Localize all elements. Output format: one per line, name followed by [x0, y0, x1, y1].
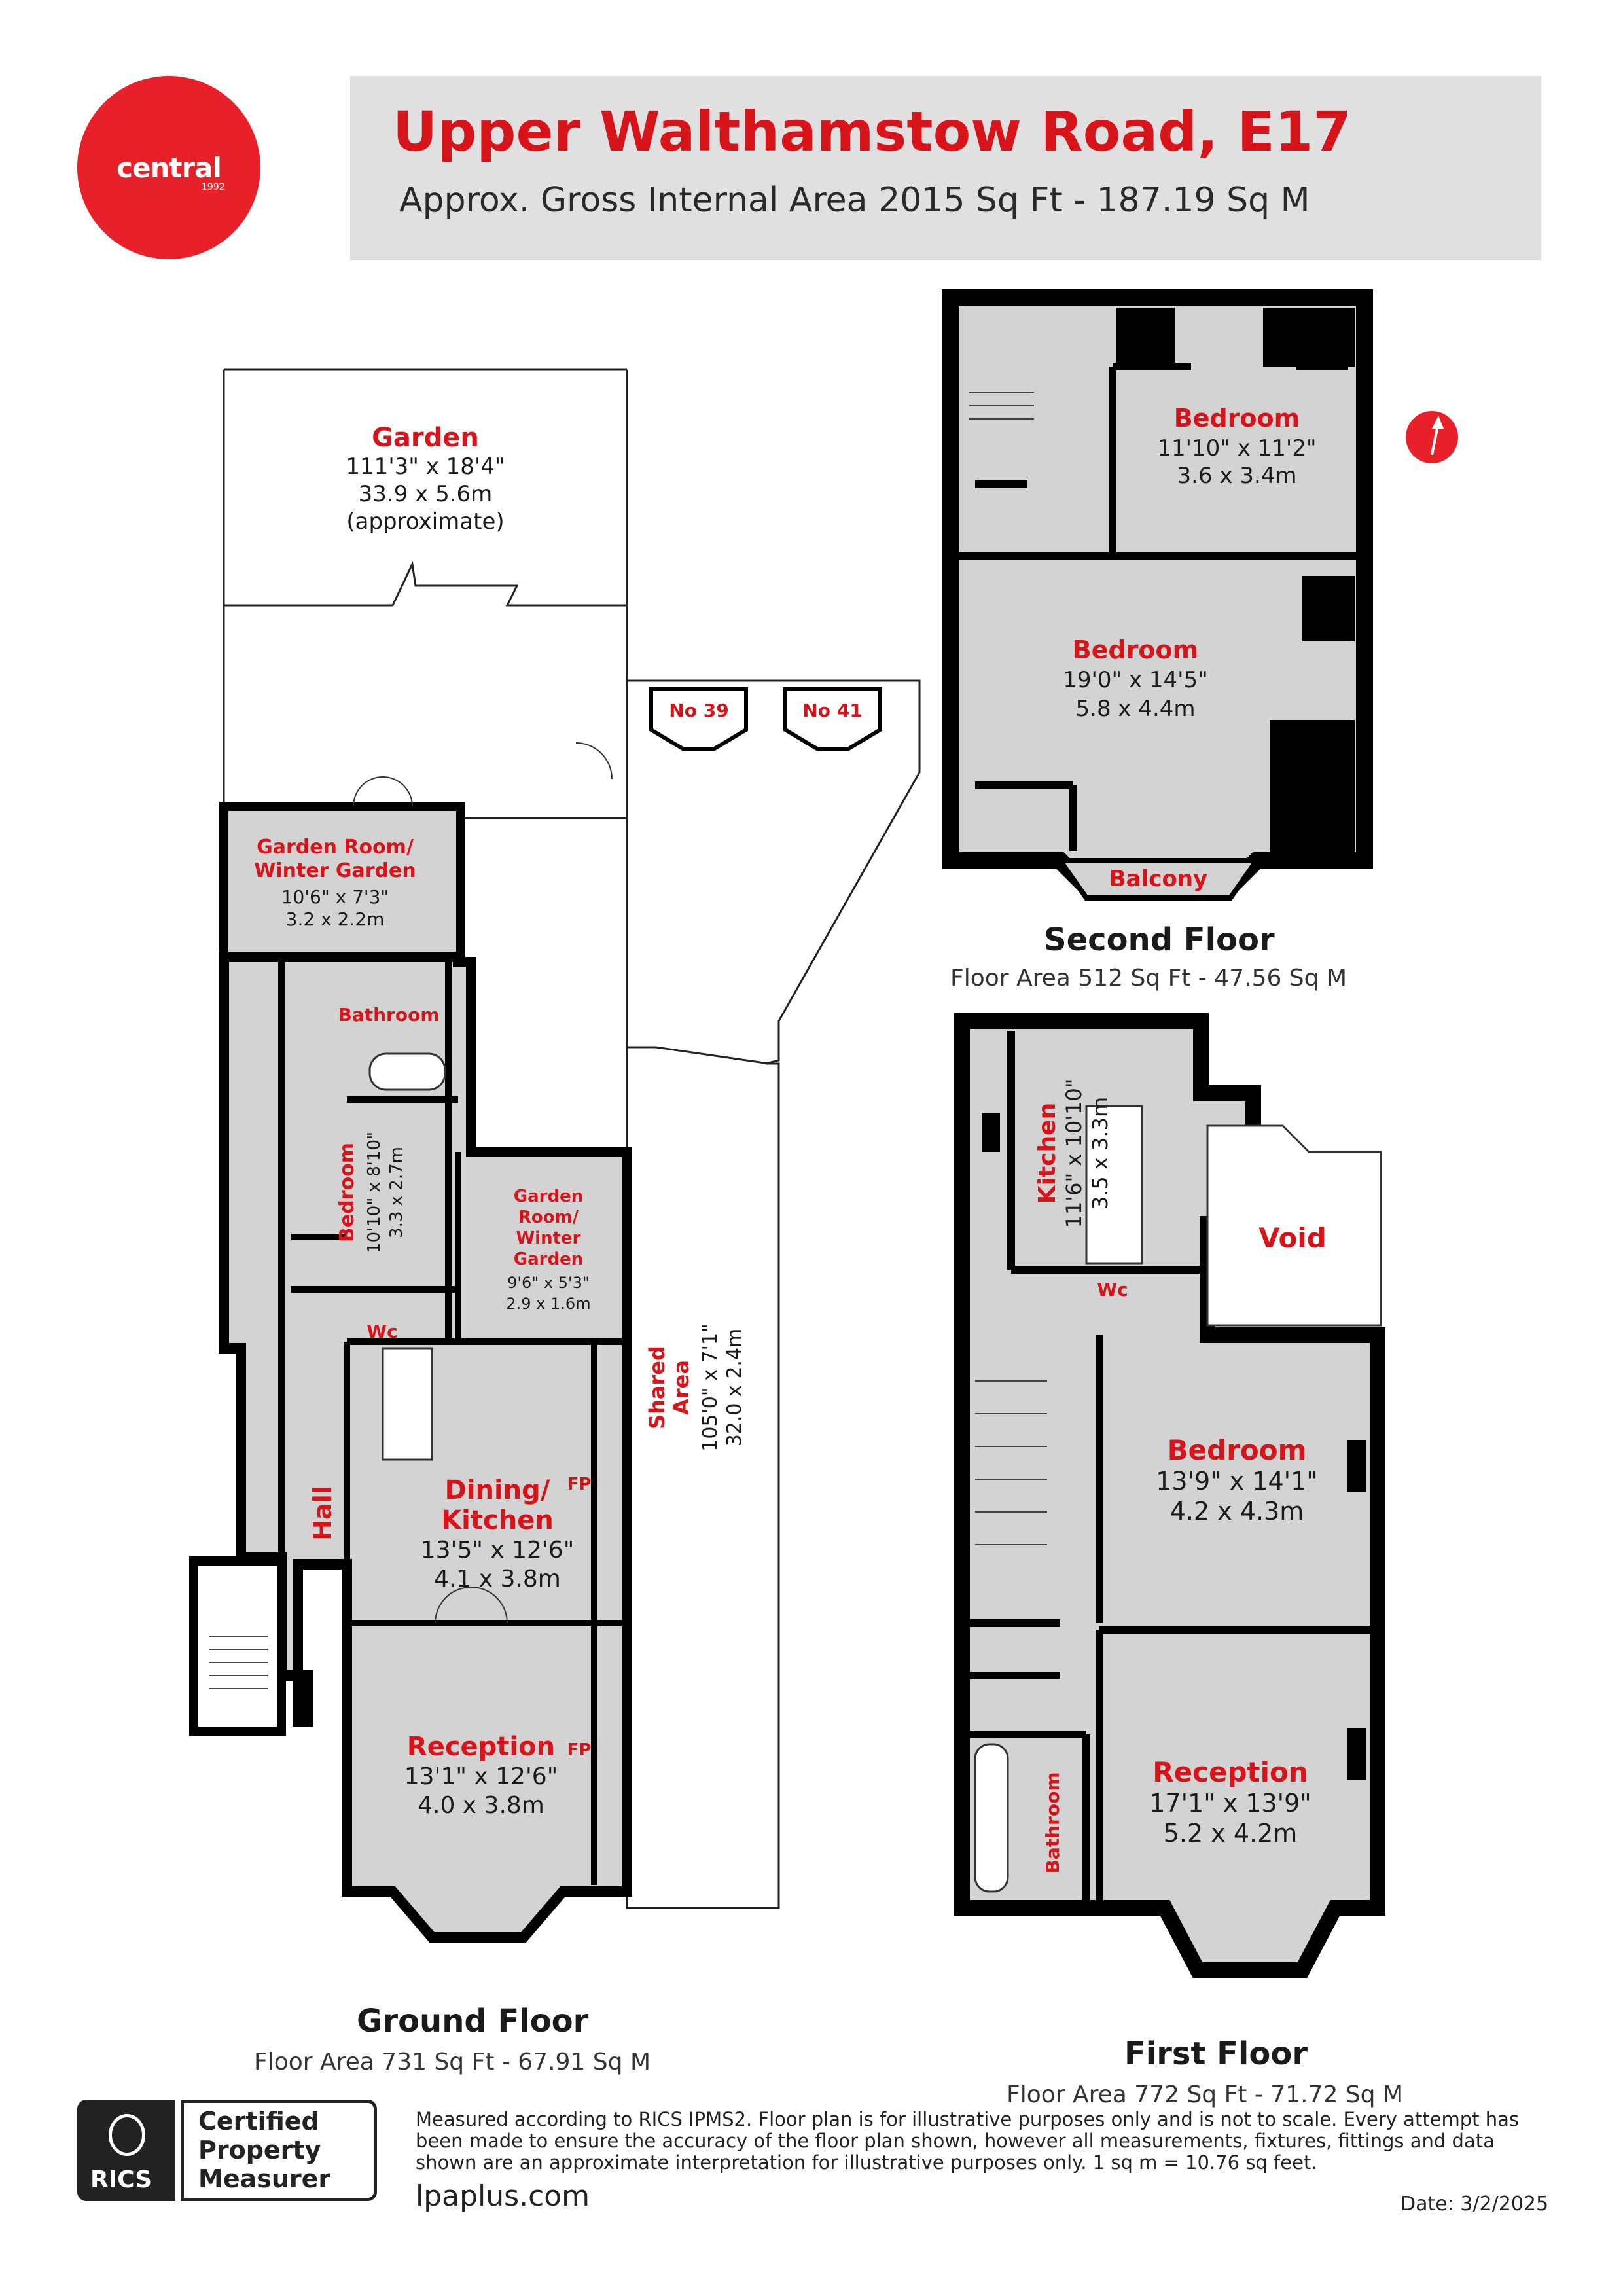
svg-text:FP: FP — [567, 1475, 592, 1494]
svg-text:4.1 x 3.8m: 4.1 x 3.8m — [434, 1566, 561, 1592]
second-floor-labels: Bedroom 11'10" x 11'2" 3.6 x 3.4m Bedroo… — [1063, 404, 1316, 892]
page-subtitle: Approx. Gross Internal Area 2015 Sq Ft -… — [399, 181, 1310, 220]
ground-floor-title: Ground Floor — [357, 2003, 589, 2039]
svg-text:11'10" x 11'2": 11'10" x 11'2" — [1157, 435, 1316, 461]
svg-text:13'5" x 12'6": 13'5" x 12'6" — [421, 1537, 575, 1564]
header-banner: Upper Walthamstow Road, E17 Approx. Gros… — [350, 76, 1541, 260]
ground-floor-area: Floor Area 731 Sq Ft - 67.91 Sq M — [254, 2049, 651, 2075]
svg-text:(approximate): (approximate) — [346, 509, 504, 535]
svg-text:Room/: Room/ — [518, 1208, 579, 1227]
svg-text:Dining/: Dining/ — [445, 1475, 550, 1505]
svg-text:33.9 x 5.6m: 33.9 x 5.6m — [359, 481, 493, 507]
rics-lion-icon — [109, 2114, 145, 2156]
svg-text:13'9" x 14'1": 13'9" x 14'1" — [1156, 1467, 1318, 1496]
svg-text:Kitchen: Kitchen — [1034, 1103, 1061, 1204]
first-floor-title: First Floor — [1124, 2036, 1308, 2072]
svg-text:5.8 x 4.4m: 5.8 x 4.4m — [1076, 696, 1196, 722]
neighbour-bays — [649, 687, 882, 751]
svg-text:Bedroom: Bedroom — [336, 1143, 359, 1242]
svg-text:5.2 x 4.2m: 5.2 x 4.2m — [1164, 1819, 1298, 1848]
svg-text:Bedroom: Bedroom — [1168, 1434, 1307, 1466]
svg-text:13'1" x 12'6": 13'1" x 12'6" — [404, 1763, 558, 1790]
svg-text:17'1" x 13'9": 17'1" x 13'9" — [1149, 1789, 1311, 1818]
svg-text:2.9 x 1.6m: 2.9 x 1.6m — [506, 1295, 590, 1313]
svg-text:Reception: Reception — [1152, 1756, 1308, 1788]
svg-text:Balcony: Balcony — [1109, 866, 1207, 892]
svg-text:9'6" x 5'3": 9'6" x 5'3" — [507, 1274, 590, 1292]
svg-text:No 39: No 39 — [669, 700, 728, 721]
svg-text:3.2 x 2.2m: 3.2 x 2.2m — [286, 908, 385, 930]
svg-text:Garden: Garden — [514, 1249, 583, 1269]
first-floor-area: Floor Area 772 Sq Ft - 71.72 Sq M — [1007, 2081, 1404, 2108]
svg-text:111'3" x 18'4": 111'3" x 18'4" — [346, 454, 505, 480]
second-floor-plan — [942, 289, 1373, 901]
svg-text:Winter: Winter — [516, 1229, 581, 1248]
garden-label: Garden — [372, 423, 479, 453]
rics-line1: Certified — [198, 2107, 319, 2136]
svg-text:Wc: Wc — [1097, 1279, 1128, 1300]
svg-text:Hall: Hall — [308, 1486, 337, 1541]
svg-text:Shared: Shared — [645, 1346, 669, 1429]
rics-line2: Property — [198, 2136, 321, 2164]
svg-text:3.6 x 3.4m: 3.6 x 3.4m — [1177, 463, 1297, 489]
rics-line3: Measurer — [198, 2164, 331, 2193]
svg-text:Bedroom: Bedroom — [1174, 404, 1300, 433]
first-floor-plan — [954, 1013, 1385, 1978]
svg-text:Bathroom: Bathroom — [338, 1004, 439, 1026]
svg-text:4.2 x 4.3m: 4.2 x 4.3m — [1170, 1497, 1304, 1526]
svg-text:Bathroom: Bathroom — [1042, 1772, 1063, 1873]
rics-word: RICS — [90, 2166, 152, 2193]
north-arrow-icon — [1406, 411, 1458, 463]
svg-text:Garden: Garden — [514, 1187, 583, 1206]
svg-text:19'0" x 14'5": 19'0" x 14'5" — [1063, 667, 1208, 693]
svg-text:10'6" x 7'3": 10'6" x 7'3" — [281, 886, 389, 908]
svg-text:FP: FP — [567, 1740, 592, 1760]
shared-area-outline — [626, 679, 921, 1909]
svg-text:Bedroom: Bedroom — [1073, 636, 1199, 664]
svg-text:Void: Void — [1258, 1222, 1327, 1254]
ground-floor-labels: Garden 111'3" x 18'4" 33.9 x 5.6m (appro… — [254, 423, 862, 1819]
svg-text:Winter Garden: Winter Garden — [254, 859, 416, 882]
svg-text:Wc: Wc — [366, 1321, 397, 1342]
logo-text: central — [116, 152, 222, 184]
ground-floor-plan — [189, 742, 632, 1943]
svg-text:3.3 x 2.7m: 3.3 x 2.7m — [387, 1147, 406, 1238]
logo-year: 1992 — [202, 182, 225, 192]
svg-text:Area: Area — [669, 1360, 694, 1415]
svg-text:Reception: Reception — [407, 1732, 555, 1762]
plan-date: Date: 3/2/2025 — [1400, 2193, 1549, 2215]
svg-text:105'0" x 7'1": 105'0" x 7'1" — [699, 1323, 722, 1451]
svg-text:32.0 x 2.4m: 32.0 x 2.4m — [723, 1329, 746, 1447]
second-floor-title: Second Floor — [1044, 922, 1275, 958]
second-floor-area: Floor Area 512 Sq Ft - 47.56 Sq M — [950, 965, 1347, 992]
first-floor-labels: Kitchen 11'6" x 10'10" 3.5 x 3.3m Void W… — [1034, 1079, 1327, 1874]
disclaimer-text: Measured according to RICS IPMS2. Floor … — [416, 2108, 1520, 2174]
central-logo: central 1992 — [77, 76, 260, 259]
svg-text:4.0 x 3.8m: 4.0 x 3.8m — [418, 1792, 544, 1819]
website-link[interactable]: lpaplus.com — [416, 2179, 590, 2213]
page-title: Upper Walthamstow Road, E17 — [393, 99, 1351, 164]
svg-text:Kitchen: Kitchen — [441, 1505, 554, 1535]
void-area — [1206, 1124, 1382, 1327]
svg-text:Garden Room/: Garden Room/ — [257, 836, 414, 859]
svg-text:No 41: No 41 — [802, 700, 862, 721]
svg-text:3.5 x 3.3m: 3.5 x 3.3m — [1088, 1097, 1113, 1210]
svg-text:11'6" x 10'10": 11'6" x 10'10" — [1061, 1079, 1086, 1229]
svg-text:10'10" x 8'10": 10'10" x 8'10" — [365, 1132, 384, 1253]
rics-certified-badge: RICS Certified Property Measurer — [77, 2100, 378, 2201]
